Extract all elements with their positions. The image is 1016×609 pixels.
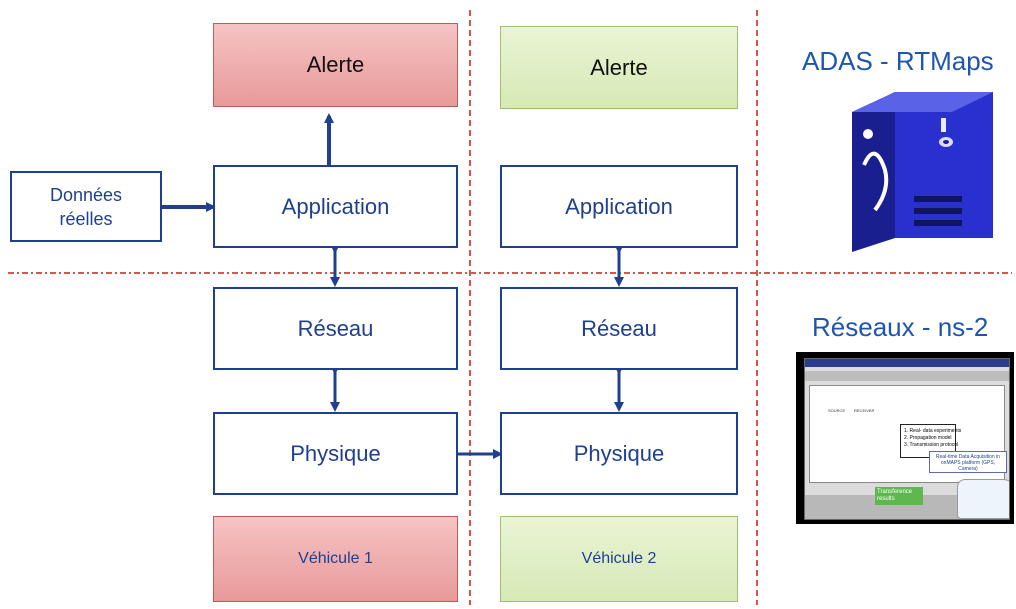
application-layer-vehicle-2: Application xyxy=(500,165,738,248)
vehicle-1-label: Véhicule 1 xyxy=(298,550,373,567)
application-label-2: Application xyxy=(565,193,673,219)
alert-box-vehicle-2: Alerte xyxy=(500,26,738,109)
physique-layer-vehicle-1: Physique xyxy=(213,412,458,495)
source-node-label: SOURCE xyxy=(828,408,846,413)
physique-label-1: Physique xyxy=(290,440,381,466)
vehicle-2-label: Véhicule 2 xyxy=(581,550,657,567)
car-image xyxy=(957,479,1009,519)
realtime-callout: Real-time Data Acquisition in onMAPS pla… xyxy=(929,451,1007,473)
alert-box-vehicle-1: Alerte xyxy=(213,23,458,107)
server-icon xyxy=(852,92,993,252)
transference-callout: Transference results xyxy=(875,487,923,505)
reseau-label-1: Réseau xyxy=(297,315,374,341)
reseau-layer-vehicle-1: Réseau xyxy=(213,287,458,370)
reseau-label-2: Réseau xyxy=(581,315,657,341)
adas-title: ADAS - RTMaps xyxy=(802,46,994,76)
reseaux-title: Réseaux - ns-2 xyxy=(812,312,989,342)
ns2-window-titlebar xyxy=(805,359,1009,367)
physique-layer-vehicle-2: Physique xyxy=(500,412,738,495)
ns2-screenshot: SOURCE RECEIVER 1. Real- data experiment… xyxy=(796,352,1014,524)
vehicle-1-box: Véhicule 1 xyxy=(213,516,458,602)
ns2-window: SOURCE RECEIVER 1. Real- data experiment… xyxy=(804,358,1010,520)
input-line-1: Données xyxy=(49,184,123,205)
application-layer-vehicle-1: Application xyxy=(213,165,458,248)
input-line-2: réelles xyxy=(59,208,113,229)
experiment-list: 1. Real- data experiments 2. Propagation… xyxy=(900,424,962,458)
experiment-item-1: 1. Real- data experiments xyxy=(904,428,962,434)
reseau-layer-vehicle-2: Réseau xyxy=(500,287,738,370)
receiver-node-label: RECEIVER xyxy=(854,408,875,413)
alert-label-2: Alerte xyxy=(590,54,648,80)
ns2-window-toolbar xyxy=(805,371,1009,381)
experiment-item-2: 2. Propagation model xyxy=(904,435,952,441)
physique-label-2: Physique xyxy=(573,440,665,466)
vehicle-2-box: Véhicule 2 xyxy=(500,516,738,602)
experiment-item-3: 3. Transmission protocol xyxy=(904,442,959,448)
application-label-1: Application xyxy=(281,193,390,219)
alert-label-1: Alerte xyxy=(306,52,365,77)
input-data-box: Données réelles xyxy=(10,171,162,242)
